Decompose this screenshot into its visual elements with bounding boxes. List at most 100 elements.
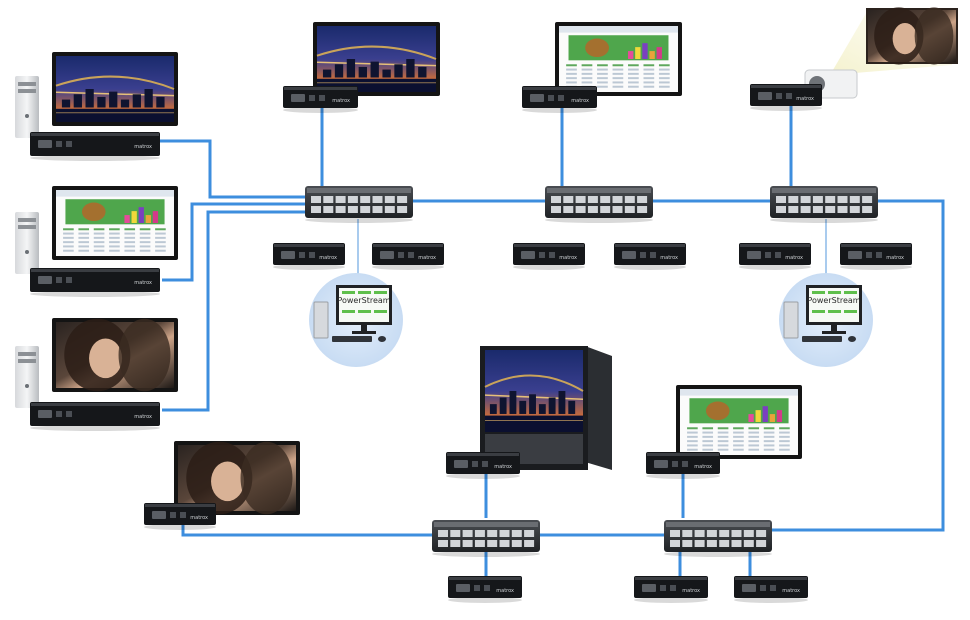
spreadsheet-cell — [763, 440, 775, 443]
skyline-building — [109, 91, 118, 108]
face — [892, 22, 918, 55]
drive-bay — [18, 352, 36, 356]
switch-top-center — [545, 186, 653, 223]
shadow — [305, 217, 413, 223]
spreadsheet-cell — [702, 435, 714, 438]
shadow — [446, 473, 520, 479]
spreadsheet-cell — [643, 64, 655, 67]
switch-port — [511, 540, 522, 547]
display-bottom-right — [676, 385, 802, 459]
switch-port — [335, 206, 346, 213]
spreadsheet-cell — [597, 81, 608, 84]
spreadsheet-cell — [733, 427, 744, 430]
encoder-top — [523, 87, 596, 90]
encoder-port — [866, 252, 872, 258]
encoder-port — [484, 585, 490, 591]
decoder-bottom-left: matrox — [144, 503, 216, 530]
encoder-port — [56, 411, 62, 417]
shadow — [372, 264, 444, 270]
encoder-top — [145, 504, 215, 507]
shadow — [664, 551, 772, 557]
spreadsheet-cell — [63, 228, 74, 231]
shadow — [734, 597, 808, 603]
spreadsheet-cell — [139, 241, 151, 244]
pc-source-2-monitor — [52, 186, 178, 260]
switch-port — [524, 530, 535, 537]
switch-port — [788, 196, 799, 203]
brand-label: matrox — [134, 414, 152, 420]
encoder-top — [647, 453, 719, 456]
spreadsheet-bar — [642, 43, 648, 59]
spreadsheet-bar — [776, 410, 783, 422]
pc-source-3-monitor — [52, 318, 178, 392]
spreadsheet-cell — [779, 427, 790, 430]
encoder-port — [319, 95, 325, 101]
spreadsheet-cell — [63, 249, 74, 252]
encoder-port — [521, 251, 535, 259]
spreadsheet-cell — [658, 64, 670, 67]
encoder-port — [760, 585, 766, 591]
encoder-top — [635, 577, 707, 580]
encoder-port — [309, 252, 315, 258]
encoder-port — [38, 140, 52, 148]
brand-label: matrox — [134, 280, 152, 286]
spreadsheet-cell — [78, 228, 90, 231]
spreadsheet-cell — [581, 68, 593, 71]
spreadsheet-cell — [566, 81, 577, 84]
switch-port — [438, 540, 448, 547]
skyline-building — [394, 64, 403, 78]
spreadsheet-cell — [687, 444, 698, 447]
spreadsheet-cell — [155, 228, 166, 231]
spreadsheet-cell — [612, 77, 624, 80]
monitor-foot — [822, 331, 846, 334]
switch-port — [360, 206, 371, 213]
drive-bay — [18, 89, 36, 93]
skyline-building — [418, 66, 427, 78]
display-top-center — [555, 22, 682, 96]
spreadsheet-cell — [748, 431, 760, 434]
spreadsheet-cell — [581, 81, 593, 84]
spreadsheet-cell — [597, 77, 608, 80]
switch-port — [397, 206, 408, 213]
spreadsheet-cell — [687, 427, 698, 430]
workstation-right: PowerStream — [779, 273, 873, 367]
skyline-building — [144, 89, 153, 108]
switch-port — [311, 196, 321, 203]
switch-port — [474, 540, 485, 547]
spreadsheet-bar — [649, 51, 655, 59]
shadow — [144, 524, 216, 530]
monitor-foot — [352, 331, 376, 334]
switch-port — [462, 540, 473, 547]
switch-top — [307, 188, 411, 193]
screen-bar — [342, 291, 355, 294]
spreadsheet-cell — [687, 435, 698, 438]
switch-port — [347, 206, 358, 213]
switch-port — [800, 206, 811, 213]
switch-port — [624, 206, 635, 213]
spreadsheet-cell — [581, 72, 593, 75]
decoder-top-left: matrox — [283, 86, 358, 113]
keyboard — [332, 336, 372, 342]
spreadsheet-cell — [643, 85, 655, 88]
skyline-building — [85, 89, 94, 108]
skyline-building — [509, 391, 517, 414]
switch-port — [323, 206, 334, 213]
spreadsheet-cell — [139, 245, 151, 248]
powerstream-label: PowerStream — [337, 296, 390, 305]
switch-port — [487, 540, 498, 547]
brand-label: matrox — [319, 255, 337, 261]
encoder-port — [482, 461, 488, 467]
encoder-top — [31, 269, 159, 272]
encoder-port — [299, 252, 305, 258]
switch-port — [587, 206, 598, 213]
spreadsheet-cell — [139, 236, 151, 239]
spreadsheet-cell — [139, 232, 151, 235]
switch-port — [637, 196, 648, 203]
spreadsheet-cell — [78, 245, 90, 248]
shadow — [770, 217, 878, 223]
pc-source-3-tower — [15, 346, 39, 408]
spreadsheet-cell — [658, 68, 670, 71]
spreadsheet-toolbar — [680, 389, 798, 396]
encoder-top — [284, 87, 357, 90]
spreadsheet-cell — [643, 68, 655, 71]
